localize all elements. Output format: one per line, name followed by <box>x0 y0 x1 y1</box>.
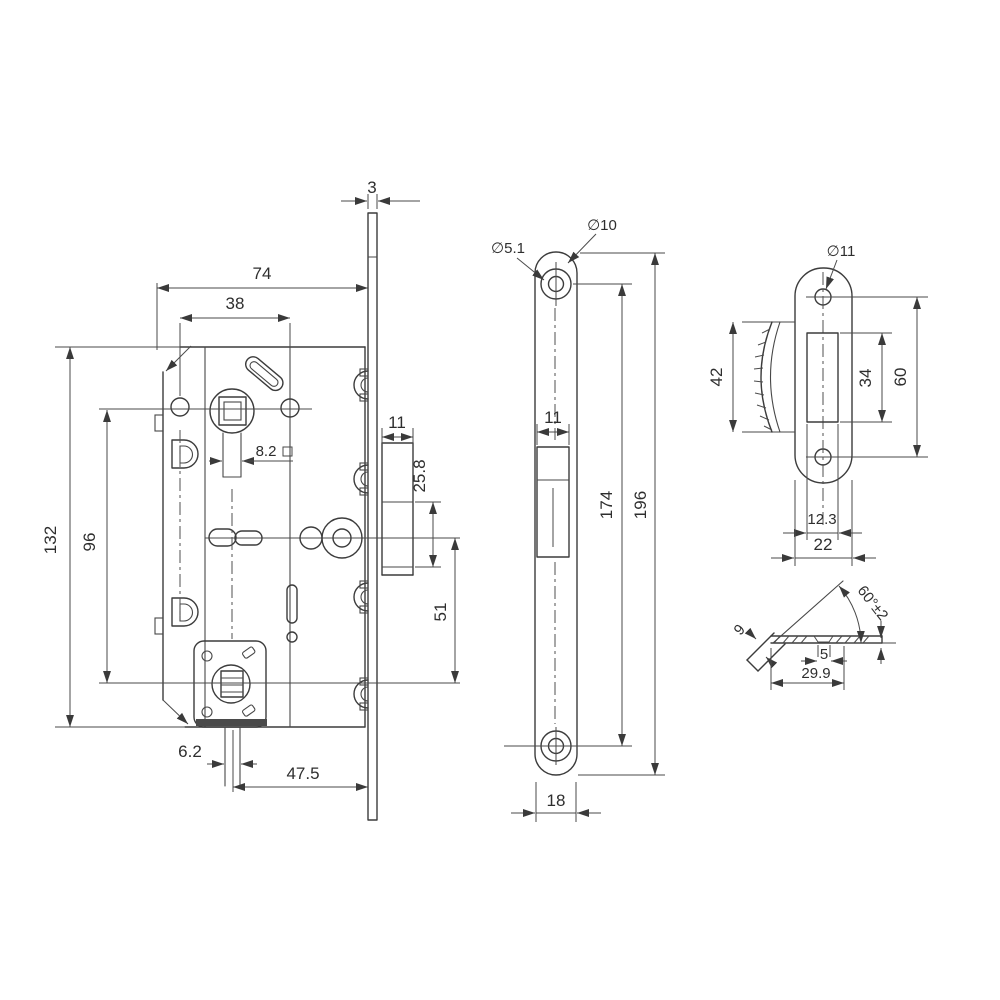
left-view-dimensions: 3 74 38 132 96 8.2 11 <box>41 178 459 791</box>
dim-screw-hole: ∅5.1 <box>491 240 525 257</box>
faceplate-screw-cups <box>353 368 369 711</box>
faceplate-front-view: ∅5.1 ∅10 11 174 196 18 <box>491 217 665 822</box>
dim-plate-width: 18 <box>547 791 566 810</box>
dim-backset: 47.5 <box>286 764 319 783</box>
dim-plate-thickness: 3 <box>367 178 376 197</box>
mounting-holes <box>99 397 312 418</box>
spindle-follower <box>209 388 255 478</box>
dim-latch-height: 25.8 <box>410 459 429 492</box>
dim-strike-width: 22 <box>814 535 833 554</box>
dim-notch-width: 5 <box>820 646 828 663</box>
dim-cylinder-offset: 6.2 <box>178 742 202 761</box>
strike-lip <box>742 321 795 433</box>
faceplate-bottom-hole <box>504 727 578 765</box>
spring-clip-top <box>171 439 199 469</box>
dim-strike-hole-centers: 60 <box>891 368 910 387</box>
square-section-symbol <box>282 446 293 457</box>
faceplate-edge-view <box>367 212 378 821</box>
strike-plate-view: ∅11 42 34 60 12.3 22 <box>707 243 928 566</box>
dim-cutout-width: 12.3 <box>807 511 836 528</box>
dim-body-height: 132 <box>41 526 60 554</box>
dim-hole-spacing: 38 <box>226 294 245 313</box>
dim-body-width: 74 <box>253 264 272 283</box>
dim-hole-centers: 174 <box>597 491 616 519</box>
mounting-foot <box>196 719 267 726</box>
lock-case-outline <box>55 345 366 728</box>
dim-center-distance: 96 <box>80 533 99 552</box>
faceplate-latch-cutout <box>536 446 570 558</box>
strike-dimensions: ∅11 42 34 60 12.3 22 <box>707 243 921 566</box>
faceplate-dimensions: ∅5.1 ∅10 11 174 196 18 <box>491 217 665 822</box>
strike-cutout <box>806 332 839 423</box>
spring-clip-bottom <box>171 597 199 627</box>
deadbolt-block <box>381 442 414 576</box>
dim-strike-hole: ∅11 <box>827 243 856 260</box>
section-width-dimension: 29.9 <box>770 646 845 690</box>
dim-cutout-height: 34 <box>856 369 875 388</box>
dim-latch-width: 11 <box>388 413 406 432</box>
center-mechanism <box>179 430 460 643</box>
faceplate-top-hole <box>540 262 572 306</box>
lock-body-view: 3 74 38 132 96 8.2 11 <box>41 178 460 821</box>
dim-lip-height: 42 <box>707 368 726 387</box>
dim-countersink: ∅10 <box>587 217 617 234</box>
cylinder-assembly <box>99 640 460 792</box>
diagonal-slot <box>245 356 284 392</box>
dim-plate-length: 196 <box>631 491 650 519</box>
dim-section-width: 29.9 <box>801 665 830 682</box>
dim-latch-cutout: 11 <box>544 408 562 427</box>
dim-pz-distance: 51 <box>431 603 450 622</box>
faceplate-outline <box>534 251 578 776</box>
dim-spindle-square: 8.2 <box>256 443 277 460</box>
